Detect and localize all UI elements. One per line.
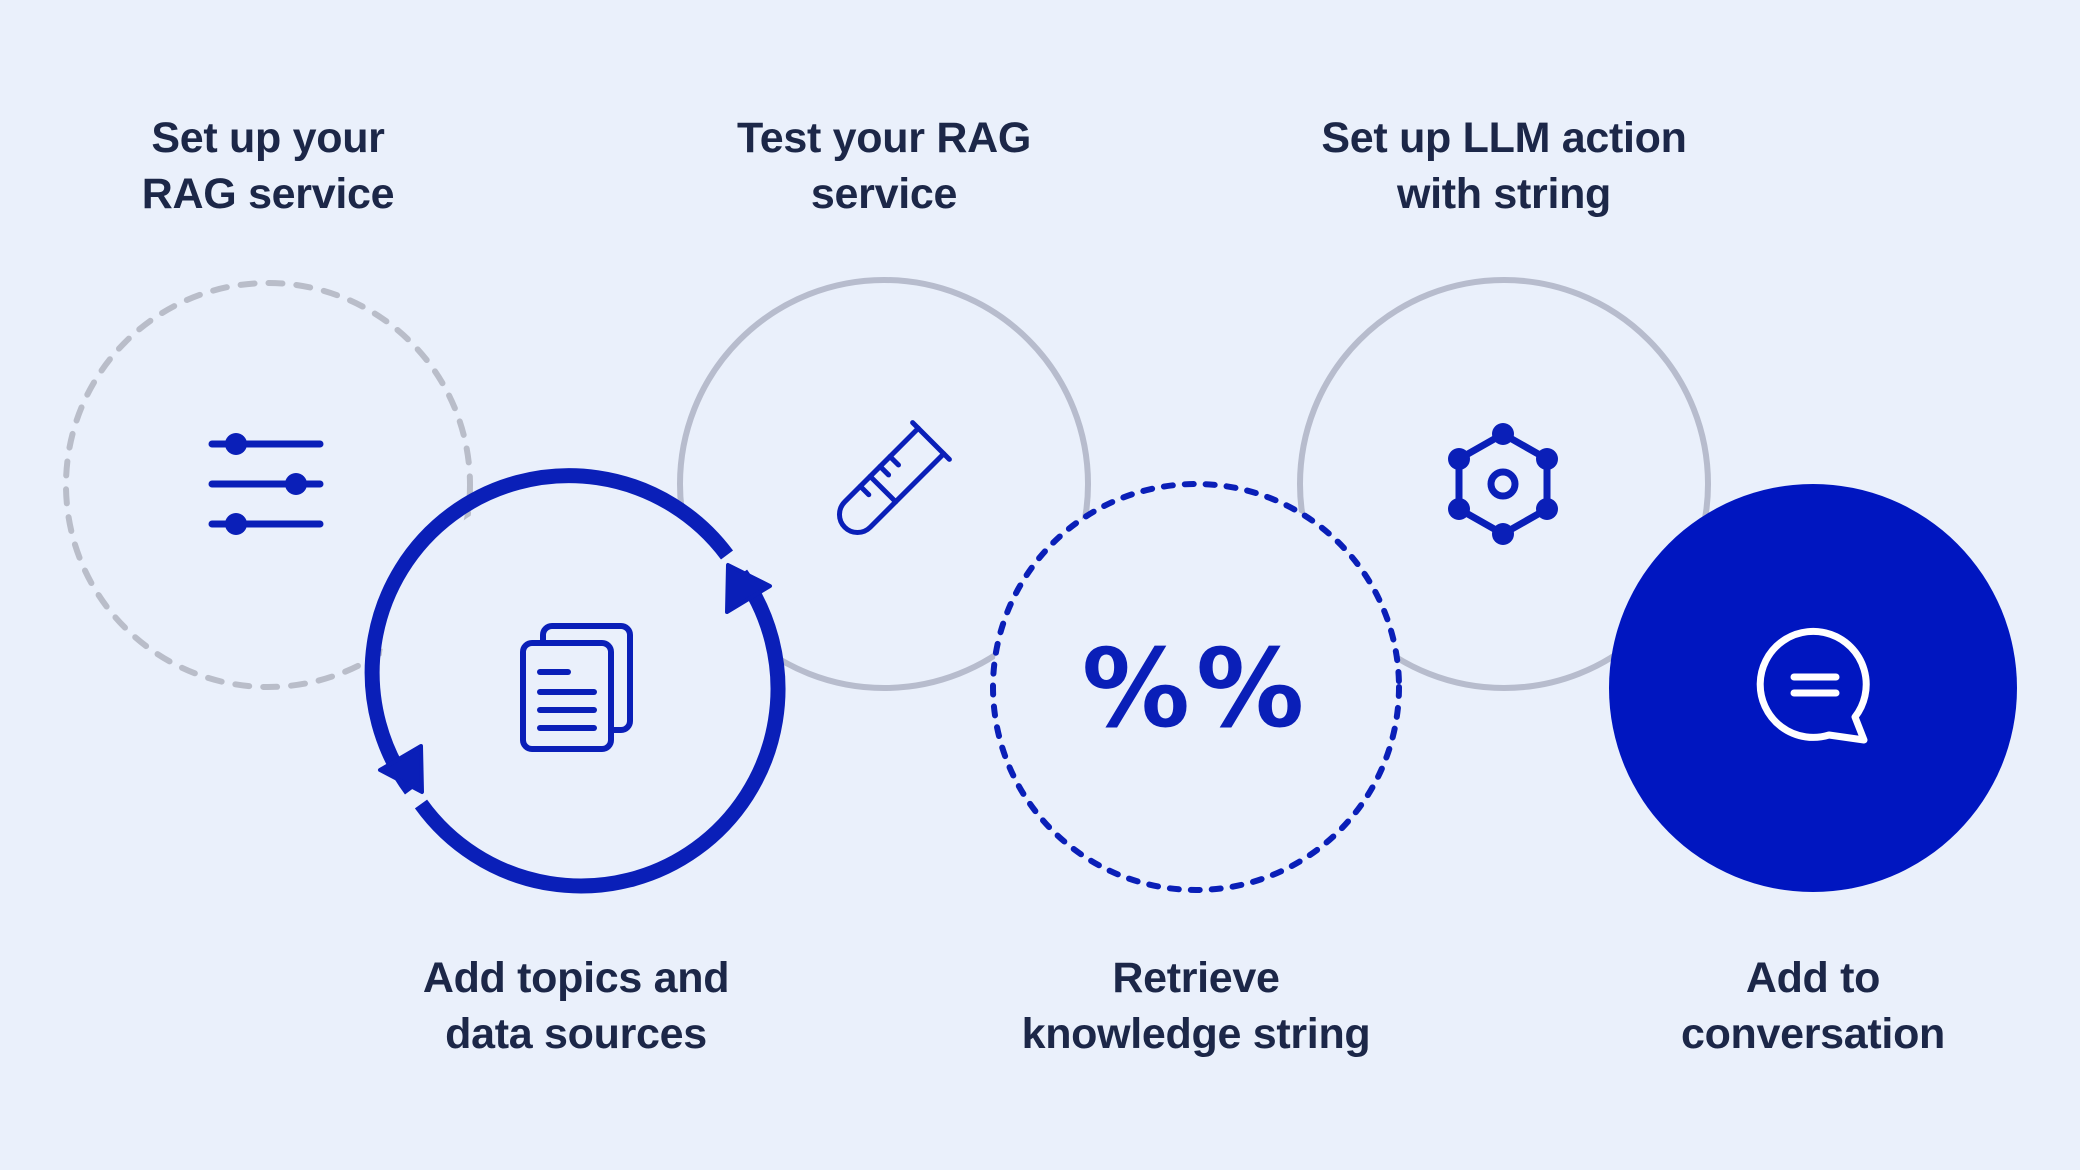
step-label-retrieve-line1: Retrieve [1112,954,1280,1002]
step-label-test: Test your RAG service [624,110,1144,222]
step-retrieve-ring [990,481,1402,893]
step-label-test-line1: Test your RAG [737,114,1031,162]
step-label-test-line2: service [810,170,958,218]
step-label-setup-line1: Set up your [151,114,385,162]
step-label-llm-line1: Set up LLM action [1321,114,1687,162]
step-label-retrieve-line2: knowledge string [1021,1010,1371,1058]
step-conversation-disc [1609,484,2017,892]
step-add-arc-bottom [414,569,786,894]
step-label-add: Add topics and data sources [316,950,836,1062]
sliders-icon [208,433,324,535]
step-add-arc-top [364,468,734,795]
step-label-setup-line2: RAG service [141,170,395,218]
step-label-conversation: Add to conversation [1553,950,2073,1062]
step-label-retrieve: Retrieve knowledge string [936,950,1456,1062]
step-label-llm-line2: with string [1396,170,1612,218]
documents-icon [520,623,633,752]
step-label-conversation-line2: conversation [1680,1010,1946,1058]
hexagon-nodes-icon [1448,423,1558,545]
step-label-add-line2: data sources [445,1010,707,1058]
step-setup-ring [63,280,473,690]
step-label-add-line1: Add topics and [422,954,730,1002]
step-test-ring [677,277,1091,691]
step-label-setup: Set up your RAG service [8,110,528,222]
cycle-arrowhead-bottom [378,744,424,794]
test-tube-icon [836,420,952,536]
chat-bubble-icon [1756,627,1870,744]
percent-icon: %% [1082,627,1310,752]
step-label-conversation-line1: Add to [1745,954,1881,1002]
cycle-arrowhead-top [725,563,772,614]
step-llm-ring [1297,277,1711,691]
step-label-llm: Set up LLM action with string [1244,110,1764,222]
